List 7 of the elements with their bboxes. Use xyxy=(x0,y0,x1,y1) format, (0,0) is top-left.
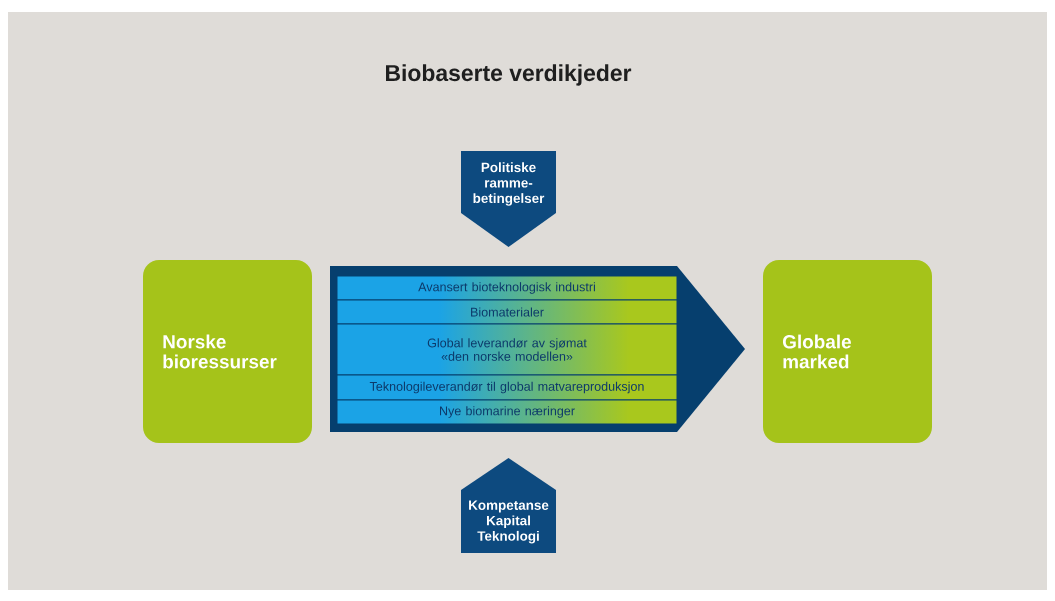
gradient-band: Biomaterialer xyxy=(336,299,678,325)
rounded-box: Norske bioressurser xyxy=(143,260,312,443)
title: Biobaserte verdikjeder xyxy=(386,64,632,86)
gradient-band: Nye biomarine næringer xyxy=(336,399,678,425)
gradient-band: Teknologileverandør til global matvareproduksjon xyxy=(336,374,678,401)
rounded-box: Globale marked xyxy=(763,260,932,443)
gradient-band: Avansert bioteknologisk industri xyxy=(336,275,678,301)
